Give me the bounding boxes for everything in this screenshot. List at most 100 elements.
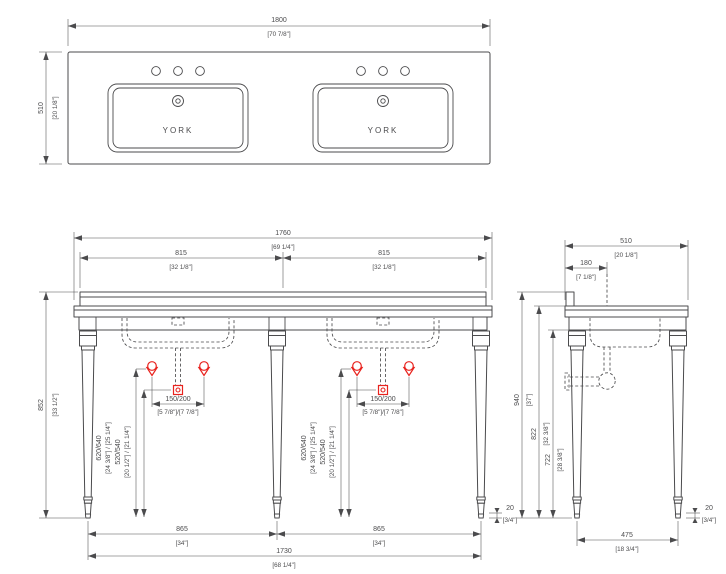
- drain-symbol: [172, 384, 184, 396]
- front-span-left-mm: 815: [175, 250, 187, 257]
- roughin-right: 150/200 [5 7/8"]/[7 7/8"] 620/640 [24 3/…: [301, 361, 416, 517]
- roughin-left: 150/200 [5 7/8"]/[7 7/8"] 620/640 [24 3/…: [96, 361, 211, 517]
- side-countertop: [564, 305, 689, 318]
- side-clearance-in: [28 3/8"]: [557, 448, 564, 471]
- side-view: 510 [20 1/8"] 180 [7 1/8"] 940 [37"] 822…: [514, 238, 716, 553]
- front-top-width-dimension: 1760 [69 1/4"]: [73, 230, 493, 300]
- front-leg-span-dimensions: 865 [34"] 865 [34"]: [87, 521, 482, 560]
- leg-span-right-mm: 865: [373, 526, 385, 533]
- plan-depth-in: [20 1/8"]: [52, 96, 59, 119]
- front-height-mm: 852: [38, 399, 45, 411]
- side-trap-hidden: [564, 347, 616, 391]
- supply-height-in: [24 3/8"] / [25 1/4"]: [105, 422, 112, 474]
- front-leg-left: [79, 330, 97, 519]
- side-faucet-offset-dimension: 180 [7 1/8"]: [565, 260, 608, 317]
- side-foot-mm: 20: [705, 505, 713, 512]
- side-base-in: [18 3/4"]: [615, 546, 638, 553]
- sink-right-brand-label: YORK: [368, 126, 399, 135]
- faucet-hole: [356, 66, 366, 76]
- front-foot-mm: 20: [506, 505, 514, 512]
- faucet-hole: [151, 66, 161, 76]
- front-span-right-in: [32 1/8"]: [372, 264, 395, 271]
- front-foot-in: [3/4"]: [503, 517, 518, 524]
- supply-spacing-mm: 150/200: [370, 396, 395, 403]
- side-clearance-mm: 722: [545, 454, 552, 466]
- front-view: 1760 [69 1/4"] 815 [32 1/8"] 815 [32 1/8…: [38, 230, 517, 569]
- supply-spacing-in: [5 7/8"]/[7 7/8"]: [362, 409, 403, 416]
- faucet-hole: [400, 66, 410, 76]
- faucet-hole: [378, 66, 388, 76]
- front-base-mm: 1730: [276, 548, 292, 555]
- supply-spacing-dimension: 150/200 [5 7/8"]/[7 7/8"]: [151, 377, 205, 416]
- front-top-mm: 1760: [275, 230, 291, 237]
- side-foot-height-dimension: 20 [3/4"]: [686, 505, 716, 524]
- supply-spacing-mm: 150/200: [165, 396, 190, 403]
- supply-height-mm: 620/640: [301, 435, 308, 460]
- front-apron: [78, 316, 488, 331]
- front-base-width-dimension: 1730 [68 1/4"]: [88, 548, 481, 569]
- supply-spacing-dimension: 150/200 [5 7/8"]/[7 7/8"]: [356, 377, 410, 416]
- overflow-hole: [377, 95, 389, 107]
- plan-width-dimension: 1800 [70 7/8"]: [67, 17, 491, 46]
- side-total-height-mm: 940: [514, 394, 521, 406]
- front-height-dimension: 852 [33 1/2"]: [38, 291, 85, 519]
- front-base-in: [68 1/4"]: [272, 562, 295, 569]
- plan-depth-mm: 510: [38, 102, 45, 114]
- side-height-dimensions: 940 [37"] 822 [32 3/8"] 722 [28 3/8"]: [514, 291, 572, 519]
- water-supply-symbol: [145, 361, 159, 377]
- drain-height-dimension: 520/540 [20 1/2"] / [21 1/4"]: [320, 389, 376, 517]
- water-supply-symbol: [350, 361, 364, 377]
- leg-span-left-in: [34"]: [176, 540, 189, 547]
- side-leg-back: [568, 330, 586, 519]
- side-total-height-in: [37"]: [526, 393, 533, 406]
- front-leg-center: [268, 330, 286, 519]
- supply-height-mm: 620/640: [96, 435, 103, 460]
- front-countertop: [73, 305, 493, 318]
- drain-symbol: [377, 384, 389, 396]
- supply-height-in: [24 3/8"] / [25 1/4"]: [310, 422, 317, 474]
- side-depth-in: [20 1/8"]: [614, 252, 637, 259]
- leg-span-left-mm: 865: [176, 526, 188, 533]
- drain-height-mm: 520/540: [115, 439, 122, 464]
- plan-countertop: [67, 51, 491, 165]
- front-top-in: [69 1/4"]: [271, 244, 294, 251]
- supply-height-dimension: 620/640 [24 3/8"] / [25 1/4"]: [96, 368, 146, 517]
- side-base-depth-dimension: 475 [18 3/4"]: [576, 521, 679, 553]
- drain-height-mm: 520/540: [320, 439, 327, 464]
- front-height-in: [33 1/2"]: [52, 393, 59, 416]
- water-supply-symbol: [402, 361, 416, 377]
- faucet-offset-mm: 180: [580, 260, 592, 267]
- faucet-hole: [195, 66, 205, 76]
- side-backsplash: [565, 291, 575, 307]
- sink-left-brand-label: YORK: [163, 126, 194, 135]
- side-leg-front: [669, 330, 687, 519]
- plan-width-mm: 1800: [271, 17, 287, 24]
- front-sink-right-hidden: [326, 317, 440, 385]
- faucet-hole: [173, 66, 183, 76]
- faucet-offset-in: [7 1/8"]: [576, 274, 596, 281]
- front-basin-span-dimensions: 815 [32 1/8"] 815 [32 1/8"]: [79, 250, 487, 288]
- plan-view: 1800 [70 7/8"] 510 [20 1/8"] YORK: [38, 17, 491, 165]
- side-counter-height-mm: 822: [531, 428, 538, 440]
- drain-height-in: [20 1/2"] / [21 1/4"]: [329, 426, 336, 478]
- side-apron: [568, 316, 687, 331]
- plan-sink-left: YORK: [107, 66, 249, 153]
- side-depth-mm: 510: [620, 238, 632, 245]
- front-backsplash: [79, 291, 487, 307]
- front-foot-height-dimension: 20 [3/4"]: [489, 505, 517, 524]
- side-depth-dimension: 510 [20 1/8"]: [564, 238, 689, 300]
- plan-sink-right: YORK: [312, 66, 454, 153]
- front-leg-right: [472, 330, 490, 519]
- side-foot-in: [3/4"]: [702, 517, 717, 524]
- leg-span-right-in: [34"]: [373, 540, 386, 547]
- drain-height-dimension: 520/540 [20 1/2"] / [21 1/4"]: [115, 389, 171, 517]
- front-span-left-in: [32 1/8"]: [169, 264, 192, 271]
- water-supply-symbol: [197, 361, 211, 377]
- plan-depth-dimension: 510 [20 1/8"]: [38, 51, 62, 165]
- side-base-mm: 475: [621, 532, 633, 539]
- supply-height-dimension: 620/640 [24 3/8"] / [25 1/4"]: [301, 368, 351, 517]
- front-span-right-mm: 815: [378, 250, 390, 257]
- front-sink-left-hidden: [121, 317, 235, 385]
- supply-spacing-in: [5 7/8"]/[7 7/8"]: [157, 409, 198, 416]
- side-counter-height-in: [32 3/8"]: [543, 422, 550, 445]
